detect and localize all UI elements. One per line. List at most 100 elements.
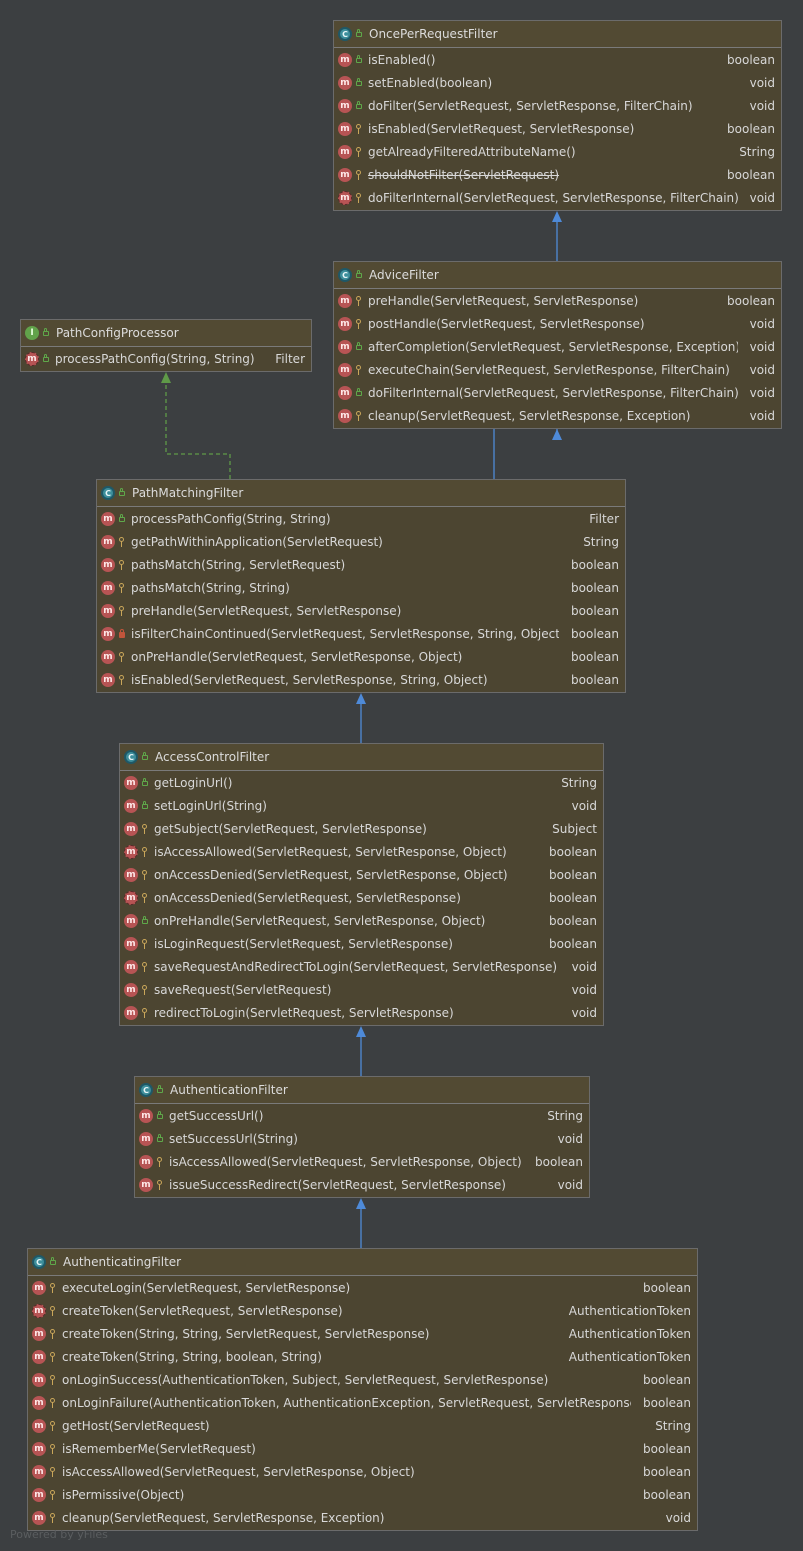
method-signature: processPathConfig(String, String)	[131, 511, 331, 526]
method-return-type: void	[749, 316, 775, 331]
protected-visibility-icon	[355, 146, 363, 157]
public-visibility-icon	[141, 800, 149, 811]
method-return-type: boolean	[549, 867, 597, 882]
protected-visibility-icon	[355, 192, 363, 203]
method-signature: preHandle(ServletRequest, ServletRespons…	[131, 603, 402, 618]
method-signature: isPermissive(Object)	[62, 1487, 185, 1502]
method-return-type: boolean	[549, 890, 597, 905]
method-icon: m	[32, 1372, 46, 1387]
protected-visibility-icon	[49, 1351, 57, 1362]
method-icon: m	[338, 339, 352, 354]
method-signature: redirectToLogin(ServletRequest, ServletR…	[154, 1005, 454, 1020]
method-icon: m	[139, 1154, 153, 1169]
method-return-type: boolean	[643, 1280, 691, 1295]
method-icon: m	[338, 75, 352, 90]
method-signature: cleanup(ServletRequest, ServletResponse,…	[368, 408, 691, 423]
public-visibility-icon	[42, 353, 50, 364]
class-name: AccessControlFilter	[155, 750, 270, 764]
method-row[interactable]: m preHandle(ServletRequest, ServletRespon…	[97, 599, 625, 622]
method-icon: m	[32, 1418, 46, 1433]
public-visibility-icon	[355, 29, 363, 39]
class-name: PathMatchingFilter	[132, 486, 244, 500]
abstract-method-icon: m	[124, 844, 138, 859]
method-signature: shouldNotFilter(ServletRequest)	[368, 167, 560, 182]
protected-visibility-icon	[156, 1179, 164, 1190]
method-icon: m	[101, 580, 115, 595]
method-icon: m	[101, 603, 115, 618]
abstract-method-icon: m	[25, 351, 39, 366]
method-signature: isEnabled(ServletRequest, ServletRespons…	[368, 121, 635, 136]
protected-visibility-icon	[49, 1420, 57, 1431]
watermark: Powered by yFiles	[10, 1528, 108, 1541]
method-icon: m	[338, 316, 352, 331]
class-icon: C	[101, 486, 115, 500]
method-signature: doFilterInternal(ServletRequest, Servlet…	[368, 385, 738, 400]
public-visibility-icon	[355, 387, 363, 398]
extends-arrow-line	[493, 426, 558, 479]
class-icon: C	[32, 1255, 46, 1269]
method-return-type: String	[583, 534, 619, 549]
method-icon: m	[32, 1510, 46, 1525]
extends-arrow-head	[356, 1198, 366, 1209]
method-return-type: AuthenticationToken	[568, 1349, 691, 1364]
class-icon: C	[139, 1083, 153, 1097]
method-return-type: boolean	[643, 1441, 691, 1456]
